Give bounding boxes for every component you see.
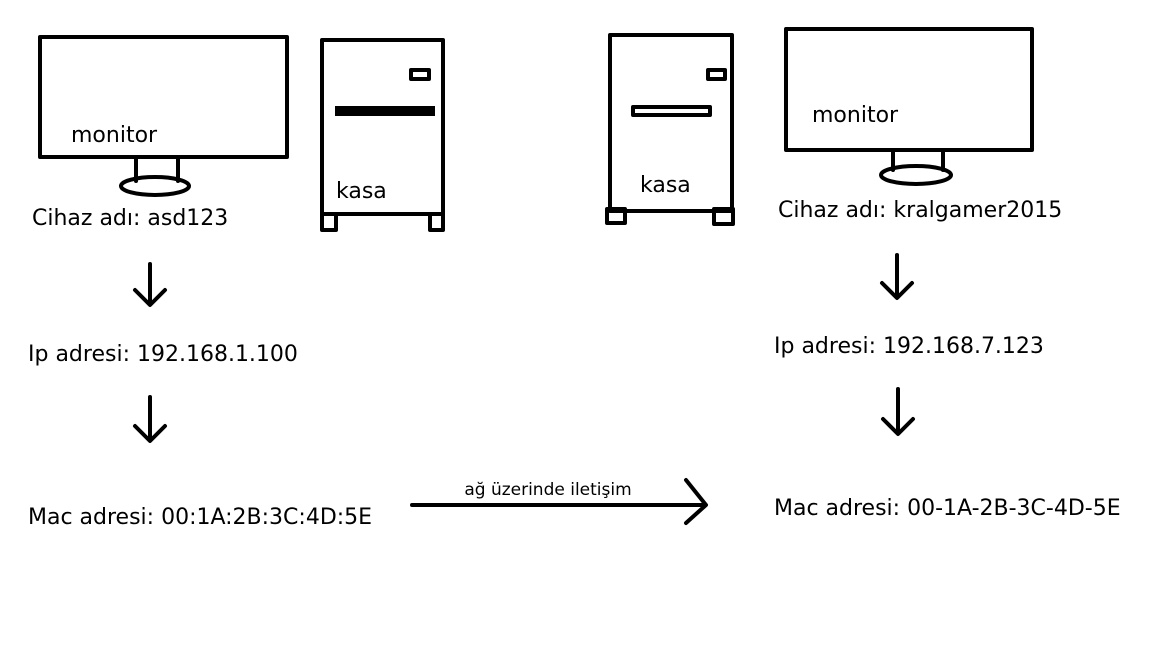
left-monitor-label: monitor <box>71 123 158 148</box>
left-monitor-icon <box>38 35 289 197</box>
link-label: ağ üzerinde iletişim <box>464 480 631 500</box>
right-ip-address: Ip adresi: 192.168.7.123 <box>774 334 1044 359</box>
network-link: ağ üzerinde iletişim <box>410 478 708 525</box>
right-mac-address: Mac adresi: 00-1A-2B-3C-4D-5E <box>774 496 1121 521</box>
right-monitor-icon <box>784 27 1034 186</box>
right-down-arrow-2-icon <box>881 387 915 436</box>
right-device-name: Cihaz adı: kralgamer2015 <box>778 198 1062 223</box>
left-down-arrow-1-icon <box>133 262 167 307</box>
right-case-label: kasa <box>640 173 691 198</box>
right-case-icon <box>605 33 735 226</box>
left-device-name: Cihaz adı: asd123 <box>32 206 228 231</box>
right-arrow-icon <box>410 478 708 525</box>
right-down-arrow-1-icon <box>880 253 914 300</box>
left-case-label: kasa <box>336 179 387 204</box>
left-down-arrow-2-icon <box>133 395 167 443</box>
left-ip-address: Ip adresi: 192.168.1.100 <box>28 342 298 367</box>
left-computer: monitor kasa Cihaz adı: asd123 Ip adresi… <box>28 35 445 530</box>
left-mac-address: Mac adresi: 00:1A:2B:3C:4D:5E <box>28 505 372 530</box>
left-case-icon <box>320 38 445 232</box>
right-computer: kasa monitor Cihaz adı: kralgamer2015 Ip… <box>605 27 1121 521</box>
right-monitor-label: monitor <box>812 103 899 128</box>
